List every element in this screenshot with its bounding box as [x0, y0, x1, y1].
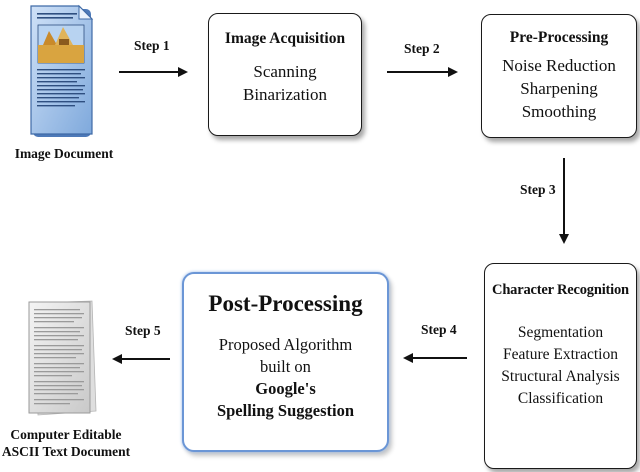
step-5-label: Step 5	[125, 323, 161, 338]
step-3-label: Step 3	[520, 182, 556, 197]
character-recognition-title: Character Recognition	[492, 282, 629, 298]
post-processing-box: Post-Processing Proposed Algorithm built…	[182, 272, 389, 452]
pre-processing-title: Pre-Processing	[509, 29, 609, 46]
image-document-caption: Image Document	[14, 146, 114, 161]
text-document-caption-line: ASCII Text Document	[1, 444, 131, 459]
text-document-icon	[28, 300, 97, 416]
character-recognition-item: Classification	[517, 390, 604, 407]
step-2-label: Step 2	[404, 41, 440, 56]
image-document-icon	[30, 4, 94, 137]
post-processing-line: Spelling Suggestion	[216, 401, 355, 420]
text-document-caption: Computer Editable ASCII Text Document	[0, 426, 132, 460]
pre-processing-item: Smoothing	[521, 102, 597, 121]
step-1-label: Step 1	[134, 38, 170, 53]
text-document-caption-line: Computer Editable	[10, 427, 122, 442]
post-processing-line: built on	[260, 357, 311, 376]
post-processing-line: Proposed Algorithm	[218, 335, 353, 354]
pre-processing-box: Pre-Processing Noise Reduction Sharpenin…	[481, 14, 637, 138]
pre-processing-item: Sharpening	[520, 79, 598, 98]
image-acquisition-item: Scanning	[253, 62, 317, 81]
post-processing-line: Google's	[255, 379, 316, 398]
post-processing-title: Post-Processing	[208, 291, 363, 316]
image-acquisition-item: Binarization	[242, 85, 328, 104]
character-recognition-item: Structural Analysis	[501, 368, 620, 385]
character-recognition-box: Character Recognition Segmentation Featu…	[484, 263, 637, 469]
image-acquisition-box: Image Acquisition Scanning Binarization	[208, 13, 362, 136]
character-recognition-item: Feature Extraction	[503, 346, 618, 363]
step-4-label: Step 4	[421, 322, 457, 337]
pre-processing-item: Noise Reduction	[502, 56, 616, 75]
character-recognition-item: Segmentation	[517, 324, 604, 341]
image-acquisition-title: Image Acquisition	[224, 30, 346, 47]
